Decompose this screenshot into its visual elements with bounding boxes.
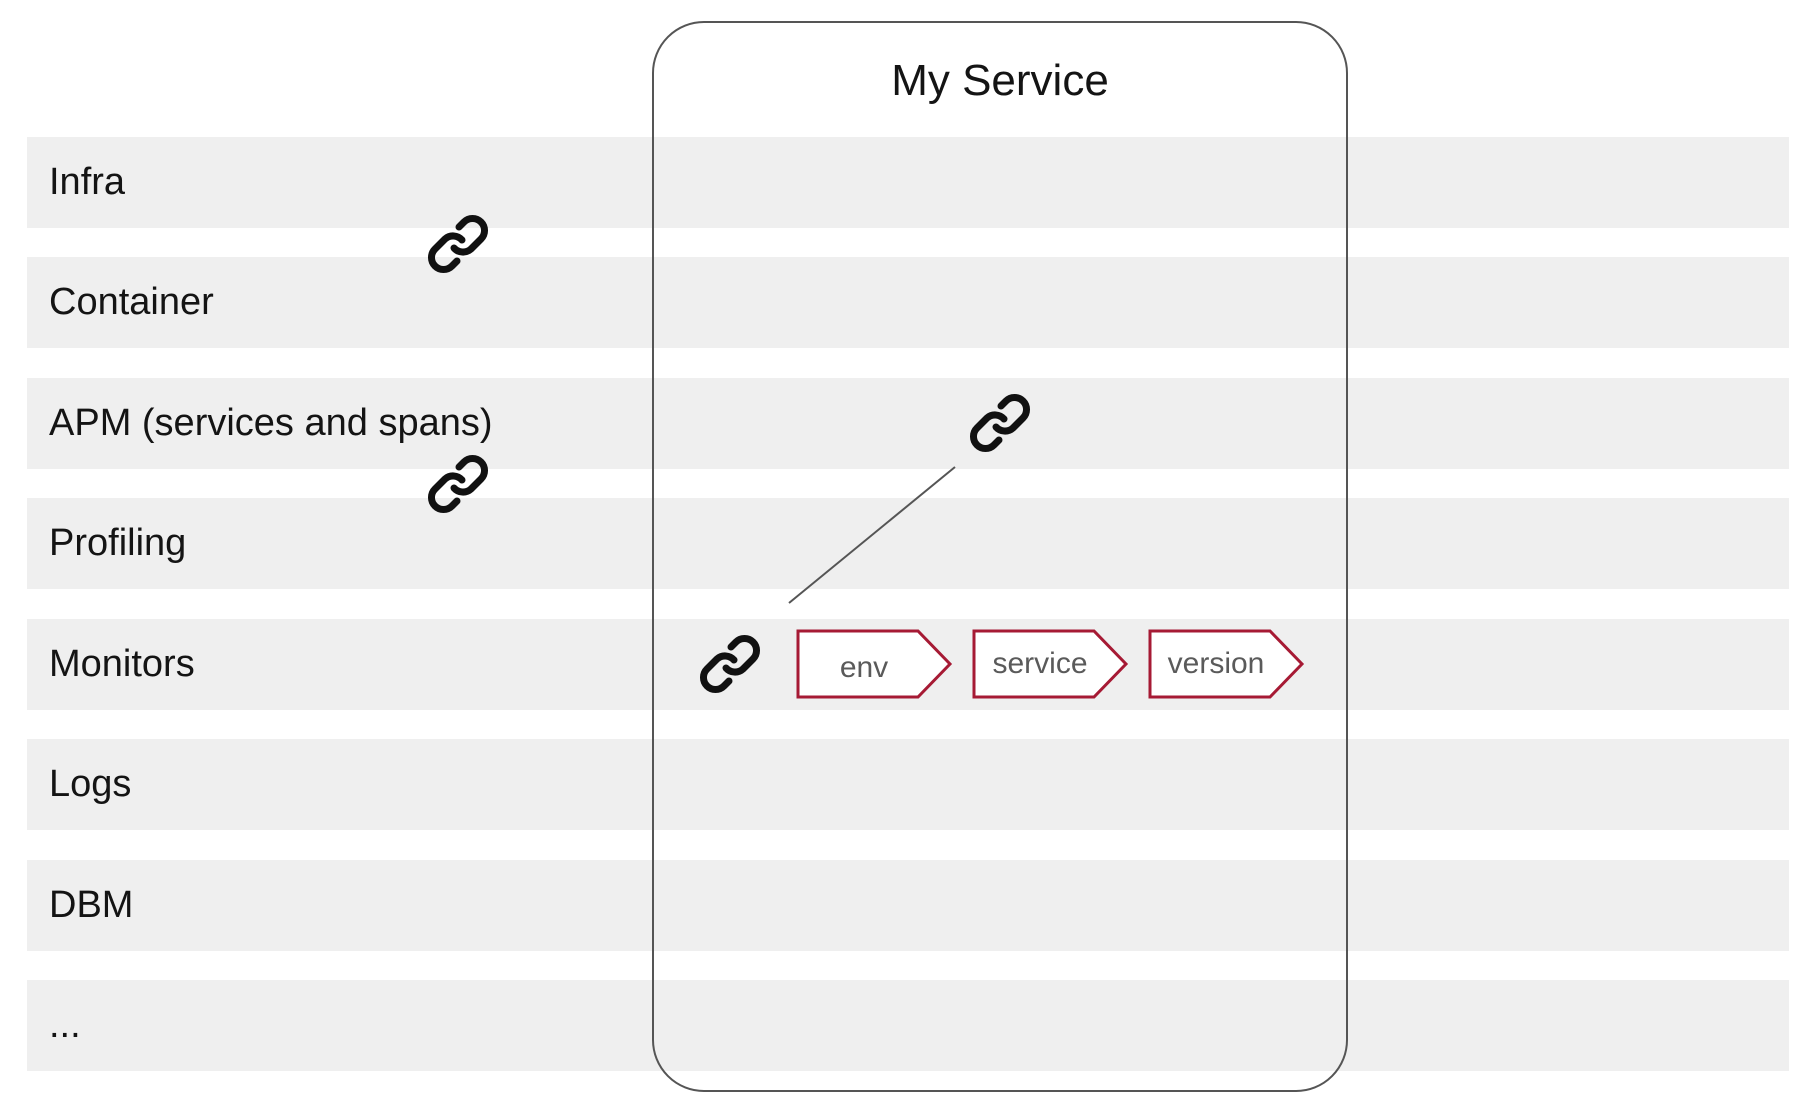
row-band-logs — [27, 739, 1789, 830]
link-icon — [700, 635, 760, 693]
row-band-apm — [27, 378, 1789, 469]
row-label-monitors: Monitors — [49, 643, 195, 685]
tag-env: env — [796, 629, 954, 699]
row-label-more: ... — [49, 1004, 81, 1046]
row-label-profiling: Profiling — [49, 522, 187, 564]
link-icon — [970, 394, 1030, 452]
tag-service: service — [972, 629, 1130, 699]
tag-shape — [796, 629, 953, 699]
tag-version-label: version — [1167, 647, 1265, 680]
row-band-infra — [27, 137, 1789, 228]
row-label-apm: APM (services and spans) — [49, 402, 493, 444]
tag-env-label: env — [839, 651, 889, 684]
tag-shape — [972, 629, 1129, 699]
row-band-profiling — [27, 498, 1789, 589]
link-icon — [428, 455, 488, 513]
tag-shape — [1148, 629, 1305, 699]
row-band-dbm — [27, 860, 1789, 951]
service-box — [652, 21, 1348, 1092]
row-band-more — [27, 980, 1789, 1071]
row-label-logs: Logs — [49, 763, 132, 805]
row-label-infra: Infra — [49, 161, 126, 203]
row-label-container: Container — [49, 281, 214, 323]
row-band-container — [27, 257, 1789, 348]
link-icon — [428, 215, 488, 273]
tag-version: version — [1148, 629, 1306, 699]
tag-service-label: service — [992, 647, 1088, 680]
row-label-dbm: DBM — [49, 884, 134, 926]
service-title: My Service — [891, 56, 1109, 105]
